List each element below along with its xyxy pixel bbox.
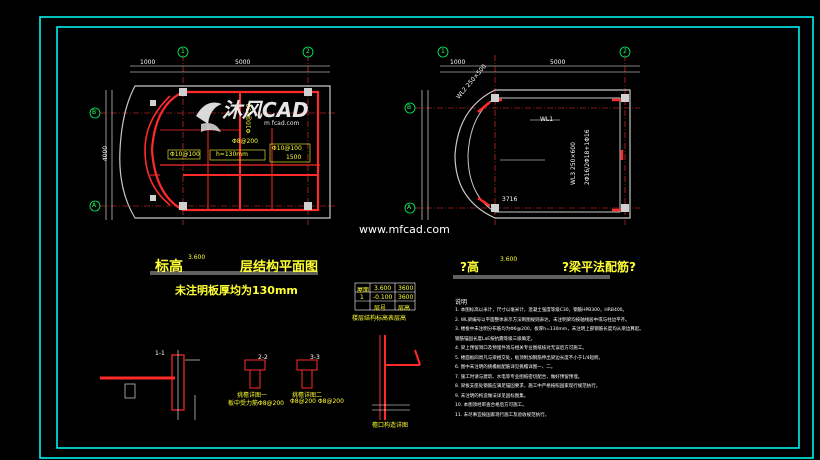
axis-label-b-right: B [407,104,412,111]
left-plan [89,46,335,225]
axis-label-b-left: B [92,109,97,116]
left-title-level: 3.600 [188,254,206,261]
dimension-left-2: 5000 [235,59,251,66]
axis-label-a-left: A [92,202,97,209]
level-table [354,282,416,311]
note-line: 6. 图中未注明的挑檐板配筋详见挑檐详图一、二。 [455,365,556,370]
rebar-label-1: Φ10@100 [272,145,302,152]
table-cell: -0.100 [373,294,393,301]
dimension-right-1: 1000 [450,59,466,66]
note-line: 5. 楼面板四周凡与梁相交处，板顶附加钢筋伸出梁边长度不小于1/4短跨。 [455,355,603,361]
slab-thickness-label: h=130mm [216,151,248,158]
dimension-left-3: 4000 [102,145,110,162]
note-line: 1. 本图标高以米计，尺寸以毫米计，混凝土强度等级C30，钢筋HPB300，HR… [455,308,628,313]
axis-label-1-right: 1 [441,48,445,55]
right-title-level: 3.600 [500,256,518,263]
note-line: 11. 未尽事宜按国家现行施工及验收规范执行。 [455,412,550,418]
detail-label-3: 3-3 [310,354,320,361]
note-line: 10. 本图须经审查合格后方可施工。 [455,403,527,408]
beam-label-wl1: WL1 [540,116,554,123]
detail-caption-2: 挑檐详图二 [292,392,323,399]
right-plan [404,46,640,225]
rebar-label-3: 1500 [286,154,302,161]
table-cell: 3.600 [374,285,392,292]
axis-label-a-right: A [407,204,412,211]
note-line: 7. 施工时请与建筑、水电等专业图纸密切配合，做好预留预埋。 [455,374,583,380]
detail-note-1: 板中受力筋Φ8@200 [228,400,284,407]
beam-label-rebar: 2Φ16/2Φ18+1Φ16 [584,129,591,185]
beam-label-wl3: WL3 250×600 [570,142,577,185]
inner-frame [56,26,800,449]
table-cell: 层号 [374,305,387,312]
left-title-main: 层结构平面图 [240,260,319,275]
axis-label-1-left: 1 [181,48,185,55]
detail-label-2: 2-2 [258,354,268,361]
left-title-prefix: 标高 [155,259,183,275]
watermark-url: www.mfcad.com [359,223,450,236]
dimension-right-2: 5000 [550,59,566,66]
detail-caption-3: 檐口构造详图 [372,422,409,429]
notes-list: 1. 本图标高以米计，尺寸以毫米计，混凝土强度等级C30，钢筋HPB300，HR… [455,307,755,421]
left-subtitle: 未注明板厚均为130mm [175,284,298,297]
watermark-logo-text: 沐风CAD [222,98,309,122]
table-cell: 3600 [398,294,414,301]
rebar-label-5: Φ8@200 [232,138,258,145]
detail-label-1: 1-1 [155,350,165,357]
notes-heading: 说明 [455,299,468,306]
note-line: 9. 未注明的构造做法详见国标图集。 [455,393,529,399]
dimension-right-3: 3716 [502,196,518,203]
outer-frame [39,16,814,459]
table-cell: 1 [360,294,364,301]
table-caption: 楼层结构标高表层高 [352,315,407,322]
dimension-left-1: 1000 [140,59,156,66]
detail-caption-1: 挑檐详图一 [237,392,268,399]
watermark-logo [196,102,222,132]
table-cell: 层高 [398,305,411,312]
watermark-logo-sub: m fcad.com [264,120,300,127]
note-line: 2. WL梁编号以平面整体表示方法制图规则表达，未注明梁均按轴线居中或与柱边平齐… [455,317,630,323]
right-title-main: ?梁平法配筋? [562,260,636,274]
note-line: 8. 梁板支座处钢筋应满足锚固要求，施工中严格按照国家现行规范执行。 [455,384,601,389]
note-line: 3. 楼板中未注明分布筋均为Φ6@200，板厚h=130mm，未注明上部钢筋长度… [455,327,644,332]
axis-label-2-right: 2 [623,48,627,55]
note-line: 4. 梁上预留洞口及预埋件须与相关专业图纸核对无误后方可施工。 [455,346,587,351]
note-line: 钢筋锚固长度LaE按抗震等级三级确定。 [455,336,536,342]
rebar-label-2: Φ10@100 [170,151,200,158]
axis-label-2-left: 2 [306,48,310,55]
table-cell: 屋面 [357,287,370,294]
details [100,335,421,420]
right-title-prefix: ?高 [460,260,479,274]
table-cell: 3600 [398,285,414,292]
detail-note-2: Φ8@200 Φ8@200 [290,398,344,405]
